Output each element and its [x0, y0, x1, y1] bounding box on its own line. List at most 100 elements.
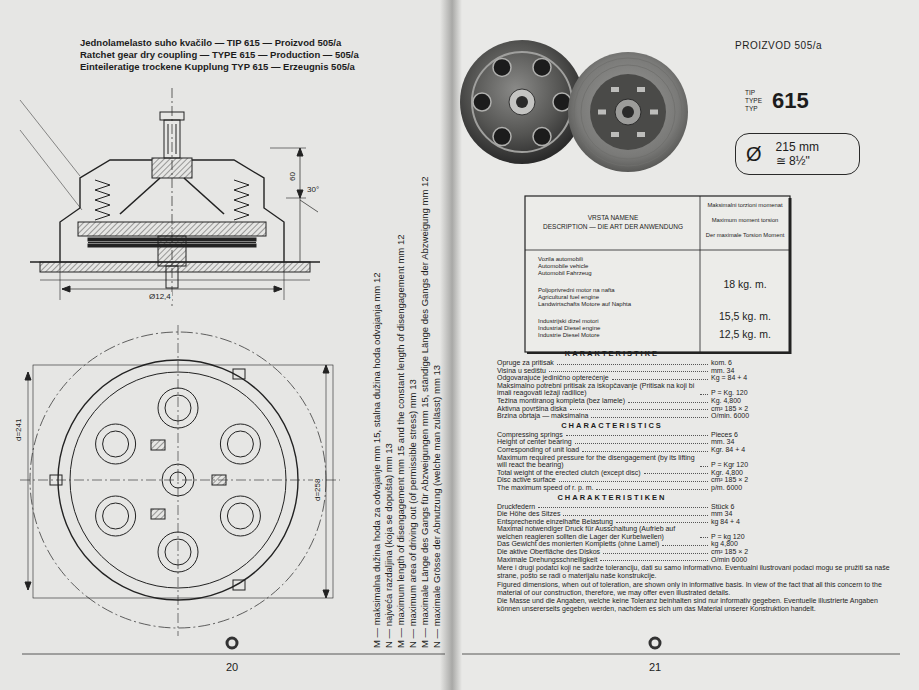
- clutch-front-view: [220, 496, 260, 536]
- dot-leader: [628, 402, 708, 403]
- dot-leader: [700, 537, 708, 538]
- clutch-section-drawing: [234, 180, 249, 220]
- clutch-front-view: [96, 424, 136, 464]
- torque-table: [525, 196, 791, 354]
- footer-rule: [462, 654, 900, 655]
- table-header: Der maximale Torsion Moment: [702, 232, 788, 239]
- table-header: Maximum moment torsion: [702, 217, 788, 224]
- clutch-section-drawing: [20, 130, 82, 210]
- dot-leader: [700, 394, 708, 395]
- dot-leader: [549, 371, 708, 372]
- spec-label: Težina montiranog kompleta (bez lamele): [497, 397, 625, 405]
- clutch-disc-photo: [598, 110, 606, 115]
- spec-value: mm. 34: [711, 438, 797, 446]
- paper: [0, 0, 452, 690]
- clutch-front-view: [25, 372, 31, 380]
- spec-label: Odgovarajuće jedinično opterećenje: [497, 374, 609, 382]
- table-cell: Automobil Fahrzeug: [538, 270, 592, 277]
- diameter-box: Ø215 mm≅ 8½": [735, 133, 860, 175]
- section-heading: CHARAKTERISTIKEN: [497, 493, 727, 503]
- spec-value: cm² 185 × 2: [711, 405, 797, 413]
- clutch-section-drawing: [164, 120, 180, 158]
- clutch-front-view: [151, 440, 165, 450]
- dimension-note: N — maximum area of driving out (of perm…: [408, 379, 419, 648]
- clutch-disc-photo: [637, 132, 645, 137]
- clutch-front-view: [158, 532, 198, 572]
- spec-label: Disc active surface: [497, 476, 556, 484]
- clutch-front-view: [96, 496, 136, 536]
- clutch-front-view: [323, 590, 329, 598]
- table-cell: Industrial Diesel engine: [538, 325, 600, 332]
- clutch-front-view: [103, 431, 129, 457]
- footer-rule: [650, 638, 660, 648]
- spec-label: Total weight of the erected clutch (exce…: [497, 469, 641, 477]
- clutch-section-drawing: [152, 158, 192, 178]
- dimension-label: 60: [288, 171, 297, 182]
- spec-label: Height of center bearing: [497, 438, 572, 446]
- clutch-disc-photo: [615, 99, 641, 125]
- pressure-plate-photo: [473, 93, 491, 111]
- spec-value: P = Kg. 120: [711, 389, 797, 397]
- size-value: 215 mm: [776, 140, 819, 154]
- spec-label: Die Höhe des Sitzes: [497, 510, 560, 518]
- table-cell: 18 kg. m.: [702, 278, 788, 290]
- clutch-front-view: [220, 424, 260, 464]
- clutch-front-view: [20, 325, 340, 636]
- spec-label: Druckfedern: [497, 503, 535, 511]
- clutch-section-drawing: [297, 148, 303, 156]
- section-heading: KARAKTERISTIKE: [497, 349, 727, 359]
- clutch-section-drawing: [62, 289, 282, 290]
- clutch-disc-photo: [622, 106, 634, 118]
- spec-row: Odgovarajuće jedinično opterećenjeKg = 8…: [497, 374, 797, 382]
- spec-row: Corresponding of unit loadKgr. 84 + 4: [497, 446, 797, 454]
- spec-row: Das Gewicht des monierten Kompletts (ohn…: [497, 540, 797, 548]
- table-header: VRSTA NAMENE: [528, 214, 698, 221]
- clutch-section-drawing: [78, 222, 266, 236]
- spec-label: Maksimalno potrebni pritisak za iskopčav…: [497, 382, 697, 397]
- clutch-front-view: [227, 431, 253, 457]
- dot-leader: [557, 364, 708, 365]
- clutch-section-drawing: [176, 124, 177, 154]
- clutch-front-view: [233, 369, 245, 379]
- heading-line: Einteileratige trockene Kupplung TYP 615…: [80, 62, 355, 73]
- footnote: Mere i drugi podatci koji ne sadrže tole…: [497, 564, 897, 580]
- dimension-label: Ø12,4: [148, 292, 172, 301]
- clutch-section-drawing: [168, 124, 169, 154]
- clutch-section-drawing: [172, 88, 173, 306]
- clutch-section-drawing: [60, 262, 61, 300]
- dot-leader: [559, 481, 708, 482]
- clutch-front-view: [50, 475, 62, 485]
- clutch-disc-photo: [611, 132, 619, 137]
- spec-value: Kgr. 84 + 4: [711, 446, 797, 454]
- dimension-note: M — maximum length of disengagement mm 1…: [396, 235, 407, 648]
- spec-label: Entsprechende einzelhafte Belastung: [497, 518, 613, 526]
- dot-leader: [700, 466, 708, 467]
- dot-leader: [603, 553, 708, 554]
- product-code: PROIZVOD 505/a: [735, 40, 822, 52]
- spec-value: Pieces 6: [711, 431, 797, 439]
- pressure-plate-photo: [472, 52, 572, 152]
- paper: [452, 0, 919, 690]
- type-number: 615: [772, 88, 809, 113]
- spec-value: cm² 185 × 2: [711, 476, 797, 484]
- spec-row: Brzina obrtaja — maksimalna O/min. 6000: [497, 412, 797, 420]
- clutch-disc-photo: [568, 52, 688, 172]
- dimension-note: N — maximale Grösse der Abnutzung (welch…: [432, 365, 443, 648]
- pressure-plate-photo: [509, 89, 535, 115]
- clutch-section-drawing: [158, 236, 186, 266]
- clutch-front-view: [58, 360, 298, 600]
- clutch-front-view: [103, 503, 129, 529]
- clutch-section-drawing: [184, 178, 224, 214]
- spec-label: Die aktive Oberfläche des Diskos: [497, 548, 600, 556]
- spec-value: O/min. 6000: [711, 412, 797, 420]
- spec-label: Opruge za pritisak: [497, 359, 554, 367]
- spec-label: Maximal notwendiger Druck für Ausschaltu…: [497, 525, 697, 540]
- torque-table: [525, 196, 790, 352]
- spec-label: Brzina obrtaja — maksimalna: [497, 412, 588, 420]
- spec-row: The maximum speed of r. p. m.p/m. 6000: [497, 484, 797, 492]
- clutch-front-view: [233, 580, 245, 590]
- page-number: 21: [649, 661, 661, 674]
- spec-value: kom. 6: [711, 359, 797, 367]
